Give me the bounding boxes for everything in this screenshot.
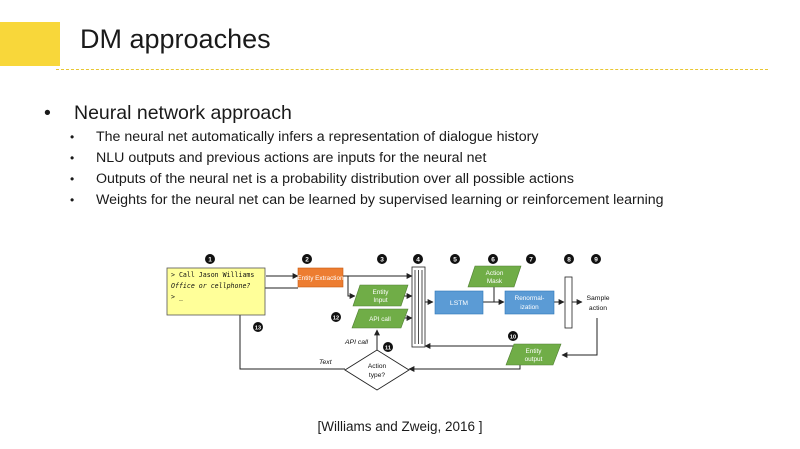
concatenation-vector (411, 266, 426, 348)
step-number: 13 (255, 325, 261, 331)
step-badge-9: 9 (591, 254, 601, 264)
title-divider (56, 69, 768, 70)
step-badge-11: 11 (383, 342, 393, 352)
bullet-dot-icon: • (70, 130, 75, 144)
step-number: 6 (491, 256, 495, 263)
title-accent-bar (0, 22, 60, 66)
lstm-box: LSTM (434, 290, 484, 315)
step-badge-8: 8 (564, 254, 574, 264)
step-number: 3 (380, 256, 384, 263)
sample-action-label-line1: Sample (586, 295, 609, 302)
subbullet-text: Weights for the neural net can be learne… (96, 192, 664, 208)
edge-label-api-call: API call (344, 339, 369, 346)
bullet-text: Neural network approach (74, 102, 292, 124)
step-number: 5 (453, 256, 457, 263)
step-badge-10: 10 (508, 331, 518, 341)
bullet-list: • Neural network approach • The neural n… (44, 102, 784, 213)
step-badge-1: 1 (205, 254, 215, 264)
action-type-label-line1: Action (368, 363, 387, 370)
action-mask-box: Action Mask (467, 265, 522, 288)
entity-output-box: Entity output (505, 343, 562, 366)
entity-input-label-line1: Entity (373, 289, 390, 296)
lstm-label: LSTM (450, 300, 468, 307)
subbullet-text: The neural net automatically infers a re… (96, 129, 539, 145)
user-transcript-line: > Call Jason Williams (171, 271, 254, 279)
entity-extraction-box: Entity Extraction (297, 267, 344, 288)
arrow-sample-to-entity-output (561, 318, 598, 358)
subbullet-item: • NLU outputs and previous actions are i… (70, 150, 784, 166)
step-badge-7: 7 (526, 254, 536, 264)
step-badge-5: 5 (450, 254, 460, 264)
subbullet-text: NLU outputs and previous actions are inp… (96, 150, 487, 166)
renormalization-label-line1: Renormal- (515, 295, 545, 302)
action-mask-label-line1: Action (486, 270, 504, 277)
step-number: 12 (333, 315, 339, 321)
action-type-decision: Action type? (344, 349, 410, 391)
bullet-item: • Neural network approach (44, 102, 784, 125)
entity-output-label-line1: Entity (526, 348, 543, 355)
step-number: 9 (594, 256, 598, 263)
slide-title: DM approaches (80, 24, 271, 54)
citation: [Williams and Zweig, 2016 ] (317, 419, 483, 434)
step-number: 8 (567, 256, 571, 263)
bullet-dot-icon: • (70, 172, 75, 186)
bullet-dot-icon: • (70, 193, 75, 207)
subbullet-item: • Weights for the neural net can be lear… (70, 192, 784, 208)
bullet-dot-icon: • (70, 151, 75, 165)
step-badge-3: 3 (377, 254, 387, 264)
subbullet-item: • Outputs of the neural net is a probabi… (70, 171, 784, 187)
step-number: 1 (208, 256, 212, 263)
arrow-entity-output-to-action-type (408, 365, 521, 372)
step-number: 10 (510, 334, 516, 340)
entity-input-box: Entity Input (352, 284, 409, 307)
step-badge-6: 6 (488, 254, 498, 264)
output-distribution-vector (564, 276, 573, 329)
step-badge-2: 2 (302, 254, 312, 264)
system-transcript-line: Office or cellphone? (171, 282, 250, 290)
entity-input-label-line2: Input (373, 297, 387, 304)
renormalization-box: Renormal- ization (504, 290, 555, 315)
step-badge-13: 13 (253, 322, 263, 332)
action-mask-label-line2: Mask (487, 278, 503, 285)
sample-action-label-line2: action (589, 305, 607, 312)
step-number: 4 (416, 256, 420, 263)
user-prompt-line: > _ (171, 293, 183, 301)
renormalization-label-line2: ization (520, 304, 539, 311)
step-number: 11 (385, 345, 391, 351)
step-badge-4: 4 (413, 254, 423, 264)
step-badge-12: 12 (331, 312, 341, 322)
step-number: 7 (529, 256, 533, 263)
arrow-extraction-to-entity-input (347, 276, 356, 299)
api-call-label: API call (369, 316, 391, 323)
bullet-dot-icon: • (44, 102, 51, 124)
edge-label-text: Text (319, 359, 333, 366)
api-call-box: API call (351, 308, 409, 329)
sample-action-node: Sample action (586, 295, 609, 312)
subbullet-text: Outputs of the neural net is a probabili… (96, 171, 574, 187)
action-type-label-line2: type? (369, 372, 385, 379)
entity-output-label-line2: output (525, 356, 543, 363)
user-transcript-panel: > Call Jason Williams Office or cellphon… (166, 267, 266, 316)
step-number: 2 (305, 256, 309, 263)
subbullet-item: • The neural net automatically infers a … (70, 129, 784, 145)
entity-extraction-label: Entity Extraction (297, 275, 344, 282)
step-badges: 1 2 3 4 5 6 7 8 9 10 11 12 13 (205, 254, 601, 352)
